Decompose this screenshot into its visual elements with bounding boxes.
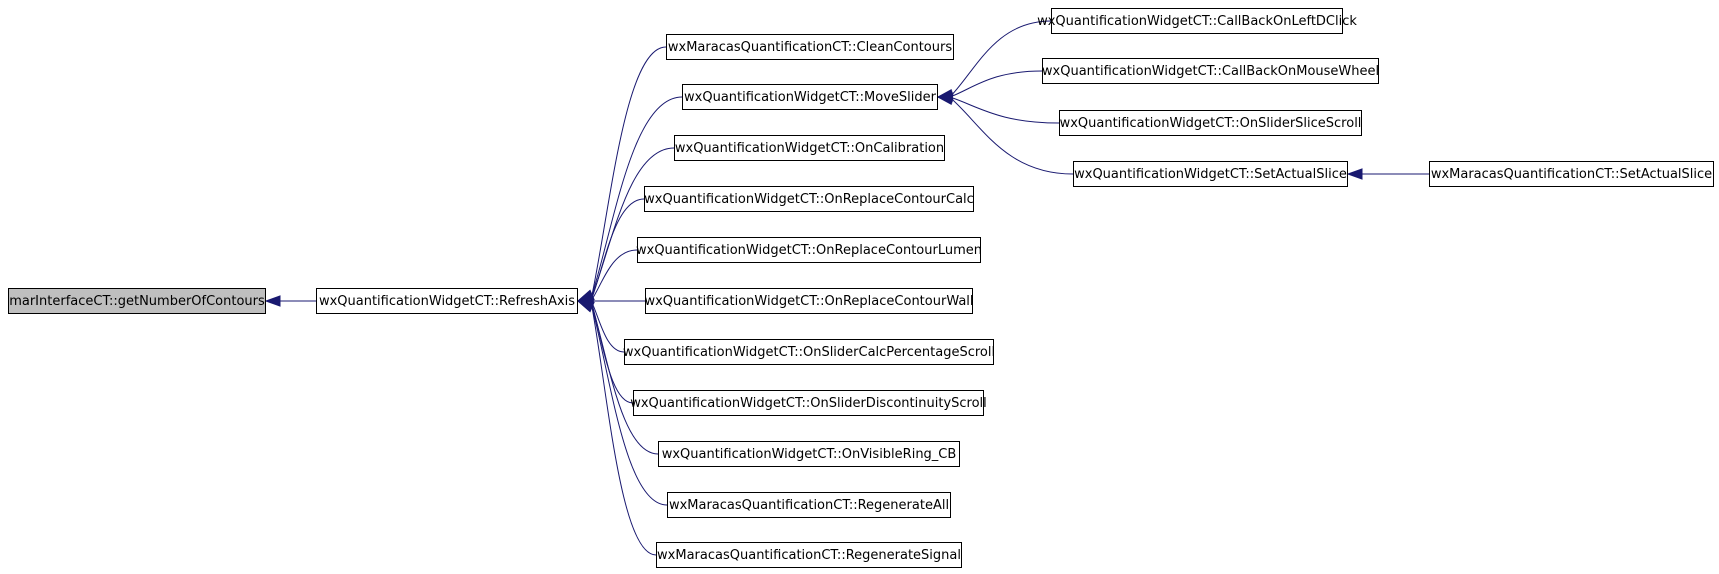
edge-regenerate-all-to-refresh-axis [591, 306, 668, 506]
arrowhead-maracas-set-actual-slice-to-set-actual-slice [1346, 168, 1363, 180]
node-on-calibration[interactable]: wxQuantificationWidgetCT::OnCalibration [674, 135, 945, 161]
edge-on-slider-slice-scroll-to-move-slider [951, 97, 1060, 124]
node-on-replace-contour-lumen[interactable]: wxQuantificationWidgetCT::OnReplaceConto… [636, 237, 982, 263]
edge-on-visible-ring-cb-to-refresh-axis [591, 305, 659, 455]
node-refresh-axis[interactable]: wxQuantificationWidgetCT::RefreshAxis [316, 288, 578, 314]
node-clean-contours[interactable]: wxMaracasQuantificationCT::CleanContours [666, 34, 954, 60]
edge-on-slider-calc-percentage-scroll-to-refresh-axis [591, 302, 625, 353]
edge-move-slider-to-refresh-axis [591, 96, 683, 296]
edge-call-back-on-left-dclick-to-move-slider [951, 20, 1052, 96]
arrowhead-regenerate-signal-to-refresh-axis [576, 300, 595, 313]
edge-call-back-on-mouse-wheel-to-move-slider [951, 70, 1043, 97]
node-get-number-of-contours: marInterfaceCT::getNumberOfContours [8, 288, 266, 314]
edge-regenerate-signal-to-refresh-axis [591, 306, 657, 556]
edge-on-replace-contour-calc-to-refresh-axis [591, 198, 645, 299]
node-call-back-on-left-dclick[interactable]: wxQuantificationWidgetCT::CallBackOnLeft… [1037, 8, 1357, 34]
node-on-visible-ring-cb[interactable]: wxQuantificationWidgetCT::OnVisibleRing_… [658, 441, 960, 467]
node-on-replace-contour-calc[interactable]: wxQuantificationWidgetCT::OnReplaceConto… [644, 186, 974, 212]
node-set-actual-slice[interactable]: wxQuantificationWidgetCT::SetActualSlice [1073, 161, 1348, 187]
node-move-slider[interactable]: wxQuantificationWidgetCT::MoveSlider [682, 84, 938, 110]
node-on-slider-discontinuity-scroll[interactable]: wxQuantificationWidgetCT::OnSliderDiscon… [630, 390, 987, 416]
edge-clean-contours-to-refresh-axis [591, 46, 667, 296]
arrowhead-set-actual-slice-to-move-slider [936, 93, 954, 106]
edge-on-replace-contour-lumen-to-refresh-axis [591, 249, 638, 300]
node-call-back-on-mouse-wheel[interactable]: wxQuantificationWidgetCT::CallBackOnMous… [1042, 58, 1379, 84]
node-regenerate-all[interactable]: wxMaracasQuantificationCT::RegenerateAll [667, 492, 951, 518]
node-maracas-set-actual-slice[interactable]: wxMaracasQuantificationCT::SetActualSlic… [1429, 161, 1714, 187]
edge-set-actual-slice-to-move-slider [951, 98, 1074, 175]
node-on-slider-calc-percentage-scroll[interactable]: wxQuantificationWidgetCT::OnSliderCalcPe… [623, 339, 995, 365]
node-on-slider-slice-scroll[interactable]: wxQuantificationWidgetCT::OnSliderSliceS… [1059, 110, 1362, 136]
node-on-replace-contour-wall[interactable]: wxQuantificationWidgetCT::OnReplaceConto… [644, 288, 974, 314]
node-regenerate-signal[interactable]: wxMaracasQuantificationCT::RegenerateSig… [656, 542, 962, 568]
arrowhead-refresh-axis-to-get-number-of-contours [264, 295, 281, 307]
